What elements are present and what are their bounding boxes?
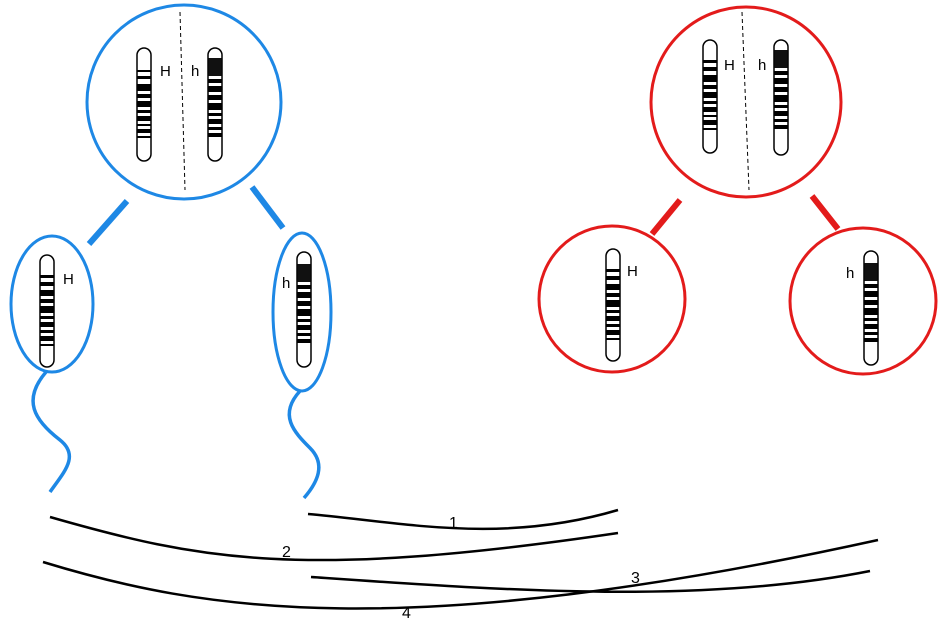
fertilization-path-4: 4 [42,538,879,622]
egg-h: h [788,226,938,376]
male-division-connector-left [86,199,130,246]
chromosome-H [702,39,718,154]
female-parent-membrane [649,5,843,199]
chromosome-h [863,250,879,366]
chromosome-h [773,39,789,156]
allele-label: h [282,275,290,292]
chromosome-H [605,248,621,362]
egg-icon [788,226,938,376]
fertilization-path-2: 2 [49,515,619,562]
sperm-tail [31,370,72,494]
egg-H: H [537,224,687,374]
sperm-H: H [9,234,95,494]
chromosome-h [207,47,223,162]
female-division-line [741,11,750,191]
male-division-line [179,11,186,191]
path-curve [307,508,619,531]
chromosome-H [39,254,55,368]
sperm-tail [287,389,321,500]
sperm-h: h [271,231,333,500]
male-division-connector-right [249,185,286,230]
fertilization-path-3: 3 [310,569,871,594]
allele-label: h [846,265,854,282]
male-parent-membrane [85,3,283,201]
path-label: 3 [631,570,640,587]
female-parent-cell: H h [649,5,843,199]
female-division-connector-left [649,198,683,236]
path-curve [42,538,879,610]
allele-label: h [758,57,766,74]
allele-label: h [191,63,199,80]
path-label: 4 [402,605,411,622]
male-parent-cell: H h [85,3,283,201]
path-label: 2 [282,544,291,561]
female-division-connector-right [809,194,841,231]
chromosome-h [296,251,312,368]
allele-label: H [63,271,74,288]
path-curve [310,569,871,594]
path-curve [49,515,619,562]
fertilization-path-1: 1 [307,508,619,532]
allele-label: H [724,57,735,74]
allele-label: H [627,263,638,280]
allele-label: H [160,63,171,80]
chromosome-H [136,47,152,162]
path-label: 1 [449,515,458,532]
